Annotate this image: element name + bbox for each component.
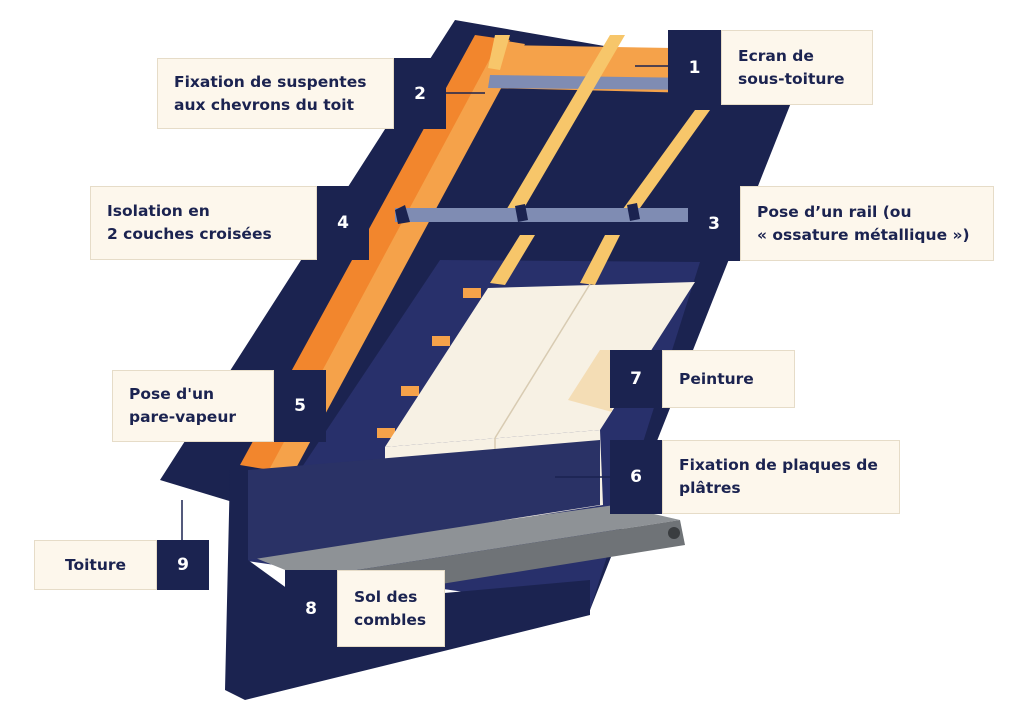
callout-8: 8 Sol des combles [285,570,445,647]
callout-4-label: Isolation en 2 couches croisées [90,186,317,260]
callout-3-label: Pose d’un rail (ou « ossature métallique… [740,186,994,261]
vapour-tab-3 [401,386,419,396]
callout-9-number: 9 [157,540,209,590]
callout-4-line-2: 2 couches croisées [107,225,272,243]
rail-clip-3 [627,203,640,221]
callout-1-line-2: sous-toiture [738,69,845,88]
callout-5: Pose d'un pare-vapeur 5 [112,370,326,442]
attic-floor-slab [248,505,680,578]
metal-rail [395,208,690,222]
callout-6: 6 Fixation de plaques de plâtres [610,440,900,514]
callout-7-number: 7 [610,350,662,408]
support-wall-shade [248,440,600,560]
rail-clip-2 [515,204,528,222]
callout-9-label: Toiture [34,540,157,590]
callout-1-number: 1 [668,30,721,105]
rafter-1 [488,35,510,70]
rafter-4 [490,235,535,285]
vapour-tab-1 [463,288,481,298]
floor-pipe-end [668,527,680,539]
callout-4-line-1: Isolation en [107,202,210,220]
insulation-edge-outer [240,35,510,470]
callout-2: Fixation de suspentes aux chevrons du to… [157,58,446,129]
callout-1: 1 Ecran de sous-toiture [668,30,873,105]
callout-2-line-2: aux chevrons du toit [174,95,354,114]
callout-2-line-1: Fixation de suspentes [174,72,367,91]
callout-8-line-1: Sol des [354,587,418,606]
paint-area [568,350,612,412]
callout-3-number: 3 [688,186,740,261]
vapour-tab-4 [377,428,395,438]
callout-5-label: Pose d'un pare-vapeur [112,370,274,442]
callout-1-label: Ecran de sous-toiture [721,30,873,105]
callout-6-number: 6 [610,440,662,514]
callout-4: Isolation en 2 couches croisées 4 [90,186,369,260]
callout-7: 7 Peinture [610,350,795,408]
callout-3-line-2: « ossature métallique ») [757,225,970,244]
callout-8-number: 8 [285,570,337,647]
callout-2-number: 2 [394,58,446,129]
callout-5-line-2: pare-vapeur [129,408,236,426]
callout-5-number: 5 [274,370,326,442]
rail-clip-1 [395,205,410,224]
callout-4-number: 4 [317,186,369,260]
rafter-2 [505,35,625,215]
rafter-5 [580,235,620,285]
insulation-edge-inner [270,40,525,470]
callout-6-label: Fixation de plaques de plâtres [662,440,900,514]
callout-2-label: Fixation de suspentes aux chevrons du to… [157,58,394,129]
callout-8-label: Sol des combles [337,570,445,647]
vapour-tab-2 [432,336,450,346]
callout-5-line-1: Pose d'un [129,385,215,403]
callout-1-line-1: Ecran de [738,46,814,65]
callout-6-line-1: Fixation de plaques de [679,456,878,474]
callout-9: Toiture 9 [34,540,209,590]
callout-3: 3 Pose d’un rail (ou « ossature métalliq… [688,186,994,261]
callout-7-label: Peinture [662,350,795,408]
callout-3-line-1: Pose d’un rail (ou [757,202,912,221]
plasterboard-joint-1 [494,283,591,439]
rafter-3 [620,110,710,215]
callout-8-line-2: combles [354,610,427,629]
callout-6-line-2: plâtres [679,479,741,497]
